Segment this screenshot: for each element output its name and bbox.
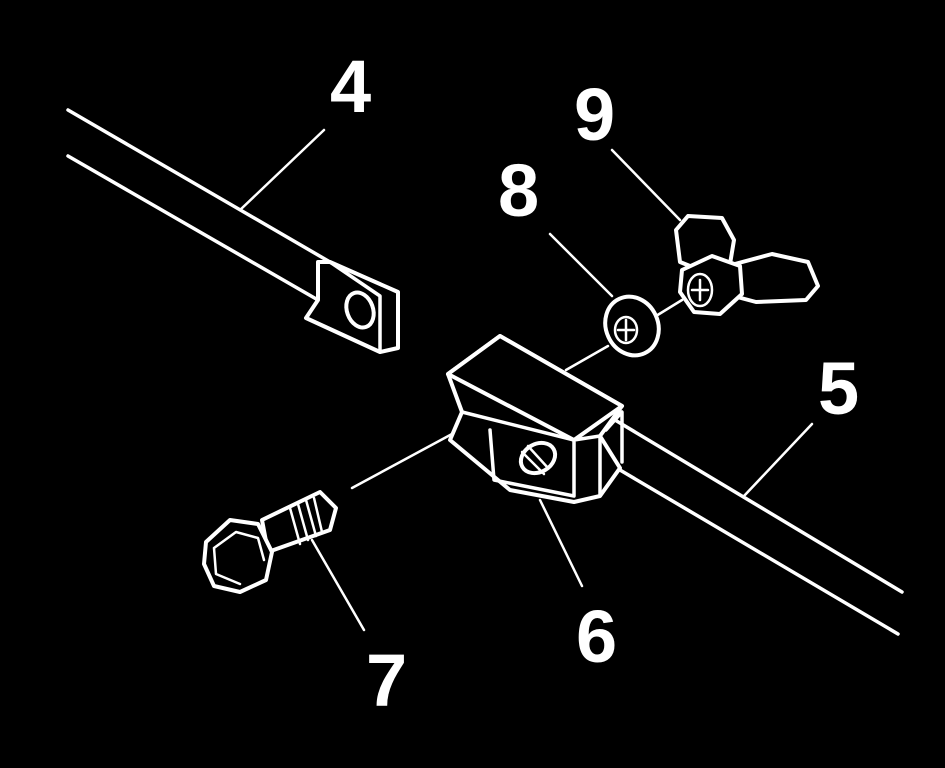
part-9-wing-nut	[674, 214, 820, 316]
part-7-hex-bolt	[202, 490, 338, 594]
leader-4	[238, 128, 326, 212]
callout-7: 7	[366, 639, 407, 722]
callout-8: 8	[498, 149, 539, 232]
leader-6	[538, 498, 584, 588]
part-8-washer	[603, 294, 661, 358]
leader-9	[610, 148, 682, 222]
leader-7	[310, 538, 366, 632]
callout-5: 5	[818, 347, 859, 430]
leader-8	[548, 232, 614, 298]
part-6-clamp-block	[446, 334, 624, 504]
assembly-axis-lines	[350, 298, 684, 490]
leader-5	[742, 422, 814, 498]
leader-lines	[238, 128, 814, 632]
callout-6: 6	[576, 595, 617, 678]
part-5-rod	[613, 418, 904, 636]
callout-labels: 4 5 6 7 8 9	[330, 45, 859, 722]
callout-9: 9	[574, 73, 615, 156]
part-4-rod-end	[66, 108, 400, 354]
callout-4: 4	[330, 45, 371, 128]
